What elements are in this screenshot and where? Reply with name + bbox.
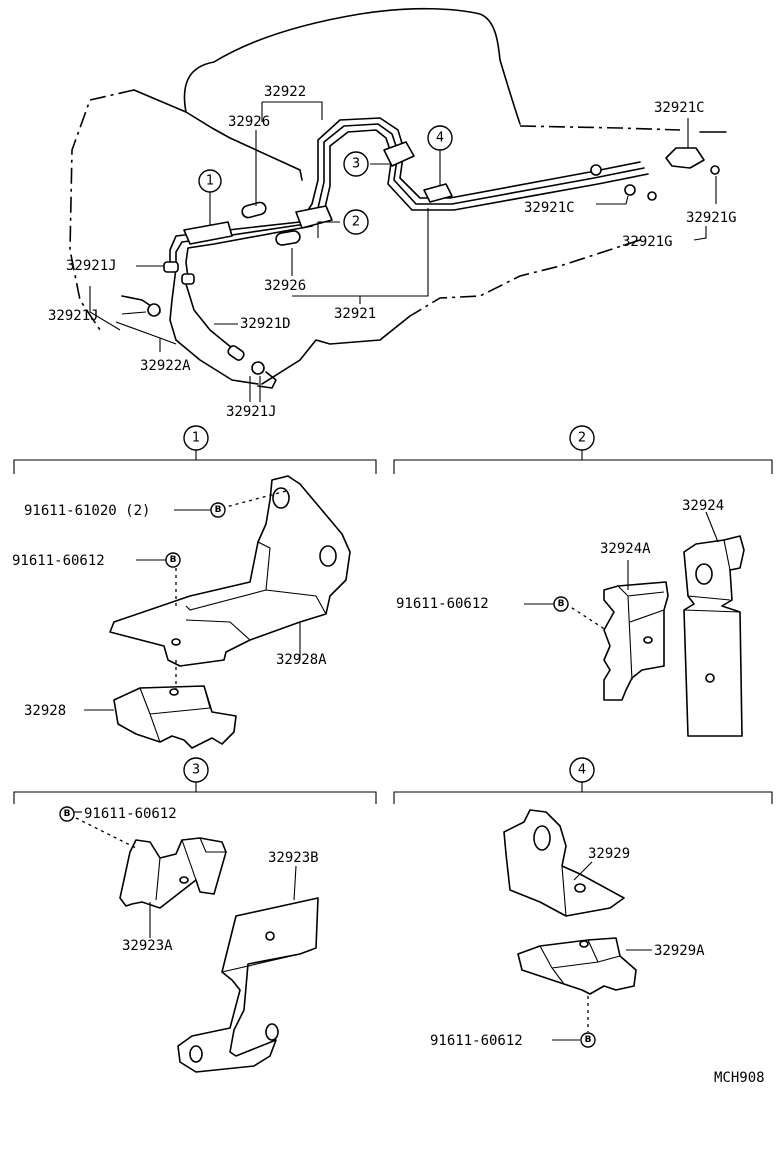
pipe-assembly: [121, 117, 720, 389]
label-32921j-a: 32921J: [66, 258, 117, 274]
detail-2: 2 B 32924 32924A 91611-60612: [393, 425, 773, 737]
detail-3-32923b: 32923B: [268, 850, 319, 866]
label-32926-top: 32926: [228, 114, 270, 130]
label-32926-bottom: 32926: [264, 278, 306, 294]
detail-1-bolt-a: 91611-61020 (2): [24, 503, 150, 519]
detail-4-bolt-symbol: B: [585, 1035, 592, 1045]
label-32922a: 32922A: [140, 358, 191, 374]
callout-3: 3: [352, 157, 360, 172]
overview-labels: 32922 32926 32921C 32921C 32921G 32921G …: [48, 84, 737, 420]
detail-2-bolt: 91611-60612: [396, 596, 489, 612]
detail-4: 4 B 32929 32929A 91611-60612: [393, 757, 773, 1049]
detail-2-bolt-symbol: B: [558, 599, 565, 609]
label-32921j-b: 32921J: [48, 308, 99, 324]
detail-1: 1 B B 91611-61020 (2) 91611-60612 32928A…: [12, 425, 377, 749]
detail-1-marker: 1: [192, 431, 200, 446]
label-32921g-mid: 32921G: [622, 234, 673, 250]
detail-3: 3 B 91611-60612 32923B 32923A: [13, 757, 377, 1073]
detail-3-32923a: 32923A: [122, 938, 173, 954]
callout-2: 2: [352, 215, 360, 230]
detail-1-bolt-b: 91611-60612: [12, 553, 105, 569]
overview-leaders: [89, 101, 717, 402]
detail-2-marker: 2: [578, 431, 586, 446]
label-32921d: 32921D: [240, 316, 291, 332]
detail-1-32928a: 32928A: [276, 652, 327, 668]
label-32921c-mid: 32921C: [524, 200, 575, 216]
callout-1: 1: [206, 174, 214, 189]
callout-4: 4: [436, 131, 444, 146]
detail-3-marker: 3: [192, 763, 200, 778]
detail-3-bolt: 91611-60612: [84, 806, 177, 822]
detail-4-marker: 4: [578, 763, 586, 778]
label-32921j-c: 32921J: [226, 404, 277, 420]
detail-1-bolt-symbol-a: B: [215, 505, 222, 515]
label-32921: 32921: [334, 306, 376, 322]
diagram-code: MCH908: [714, 1070, 765, 1086]
detail-1-32928: 32928: [24, 703, 66, 719]
label-32921g-right: 32921G: [686, 210, 737, 226]
detail-3-bolt-symbol: B: [64, 809, 71, 819]
label-32921c-top: 32921C: [654, 100, 705, 116]
detail-4-32929a: 32929A: [654, 943, 705, 959]
transmission-outline: [69, 7, 727, 385]
detail-4-32929: 32929: [588, 846, 630, 862]
detail-2-32924a: 32924A: [600, 541, 651, 557]
detail-4-bolt: 91611-60612: [430, 1033, 523, 1049]
overview-callouts: 1 2 3 4: [198, 125, 453, 235]
detail-2-32924: 32924: [682, 498, 724, 514]
label-32922: 32922: [264, 84, 306, 100]
detail-1-bolt-symbol-b: B: [170, 555, 177, 565]
